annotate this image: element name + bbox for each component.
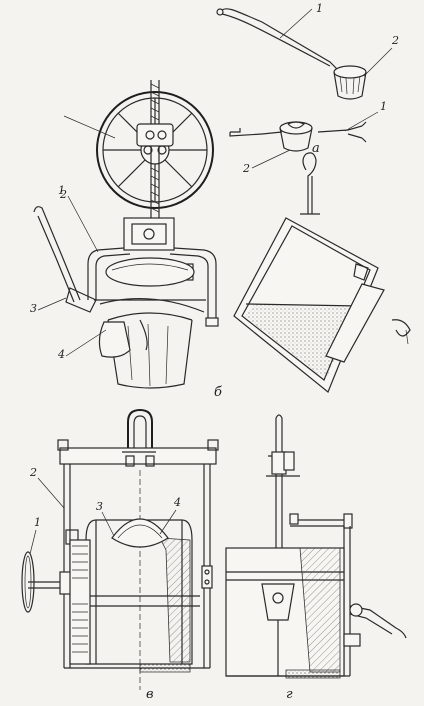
tilted-ladle	[233, 152, 411, 393]
caption-v: в	[146, 687, 154, 702]
ladle-section-v	[80, 518, 200, 673]
crucible-top	[333, 65, 367, 100]
leader-a-1b	[344, 111, 379, 132]
label-a-2b: 2	[242, 162, 250, 175]
panel-v: 2 1 3 4 в	[21, 408, 219, 702]
lifting-screw	[136, 80, 174, 220]
panel-a: 1 2 1 2 а	[216, 2, 399, 175]
label-v-1: 1	[34, 516, 41, 529]
crank-g	[343, 603, 407, 647]
leader-a-1	[279, 8, 313, 39]
label-v-3: 3	[96, 500, 103, 513]
panel-b: 1 2 3 4 б	[30, 80, 411, 400]
label-v-4: 4	[173, 496, 181, 509]
label-a-1: 1	[316, 2, 323, 15]
caption-b: б	[214, 385, 222, 400]
top-beam-v	[59, 447, 217, 465]
clamp-right-v	[201, 565, 213, 589]
leader-v-1	[29, 529, 37, 555]
ladle-b	[94, 257, 219, 389]
label-b-4: 4	[57, 348, 65, 361]
label-v-2: 2	[29, 466, 37, 479]
leader-v-2	[37, 477, 65, 509]
leader-a-2b	[251, 149, 291, 169]
ladle-side-g	[225, 547, 345, 679]
leader-v-3	[101, 511, 115, 537]
leader-b-3	[37, 297, 67, 311]
shank-middle	[229, 121, 367, 152]
leader-b-1	[63, 115, 116, 139]
gear-box	[123, 217, 175, 251]
caption-g: г	[286, 687, 293, 702]
bail-v	[127, 408, 153, 448]
label-b-3: 3	[30, 302, 37, 315]
tilting-lever	[33, 206, 97, 313]
label-b-1: 1	[58, 184, 65, 197]
label-b-2: 2	[59, 188, 67, 201]
leader-b-2	[67, 195, 99, 253]
label-a-1b: 1	[380, 100, 387, 113]
shank-top	[216, 8, 339, 71]
handwheel	[96, 91, 214, 209]
leader-b-4	[65, 329, 107, 357]
label-a-2: 2	[391, 34, 399, 47]
leader-a-2	[363, 47, 393, 77]
panel-g: г	[225, 414, 407, 702]
caption-a: а	[312, 141, 320, 156]
gear-drum-v	[69, 539, 91, 665]
leader-v-4	[159, 509, 177, 535]
